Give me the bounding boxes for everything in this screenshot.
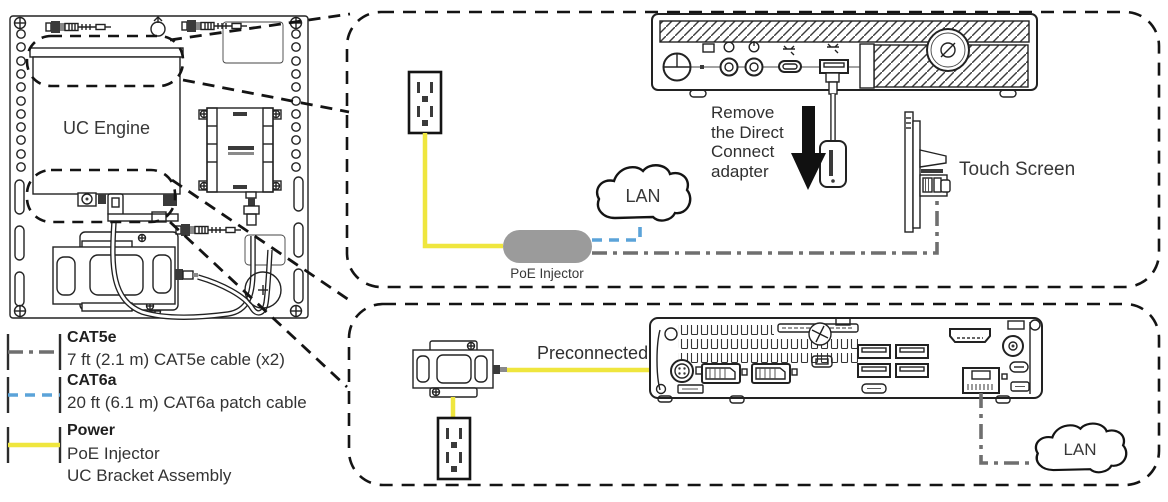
legend-power-desc2: UC Bracket Assembly	[67, 466, 232, 485]
power-outlet-2	[436, 416, 472, 481]
legend-power-title: Power	[67, 422, 116, 439]
legend-cat5e-title: CAT5e	[67, 329, 117, 346]
preconnected-label: Preconnected	[537, 343, 649, 363]
uc-bracket-assembly	[9, 12, 353, 389]
cat5e-cable-1	[592, 196, 939, 255]
poe-injector-label: PoE Injector	[510, 266, 584, 281]
direct-connect-adapter	[819, 72, 847, 188]
touch-screen-label: Touch Screen	[959, 159, 1076, 180]
legend-cat5e-desc: 7 ft (2.1 m) CAT5e cable (x2)	[67, 350, 285, 369]
note-line-3: Connect	[711, 142, 775, 161]
poe-injector-pill	[503, 230, 592, 263]
legend-symbols	[6, 334, 62, 463]
uc-engine-label: UC Engine	[62, 118, 151, 138]
cat5e-cable-2	[979, 393, 1032, 465]
front-connection-panel	[345, 10, 1161, 289]
legend-cat6a-title: CAT6a	[67, 372, 117, 389]
uc-engine-front-view	[651, 13, 1038, 98]
power-outlet-1	[407, 70, 443, 135]
callout-bands	[25, 34, 185, 224]
lan-cloud-1-label: LAN	[625, 186, 661, 206]
hanger-icon	[150, 16, 166, 37]
touch-screen-device	[904, 111, 951, 233]
lan-cloud-2-label: LAN	[1063, 440, 1097, 459]
cat6a-cable	[592, 221, 642, 242]
bracket-cables	[110, 221, 286, 320]
power-cable-1	[422, 133, 503, 249]
note-line-2: the Direct	[711, 122, 784, 142]
leader-lines	[169, 12, 353, 389]
uc-engine-rear-view	[649, 317, 1043, 404]
remove-adapter-note: Remove the Direct Connect adapter	[711, 103, 784, 181]
legend-power-desc: PoE Injector	[67, 444, 160, 463]
extender-module	[198, 107, 282, 226]
legend-cat6a-desc: 20 ft (6.1 m) CAT6a patch cable	[67, 393, 307, 412]
note-line-1: Remove	[711, 103, 775, 122]
psu-brick	[412, 340, 507, 398]
rear-connection-panel	[347, 302, 1161, 487]
down-arrow-icon	[791, 106, 826, 190]
note-line-4: adapter	[711, 161, 769, 181]
